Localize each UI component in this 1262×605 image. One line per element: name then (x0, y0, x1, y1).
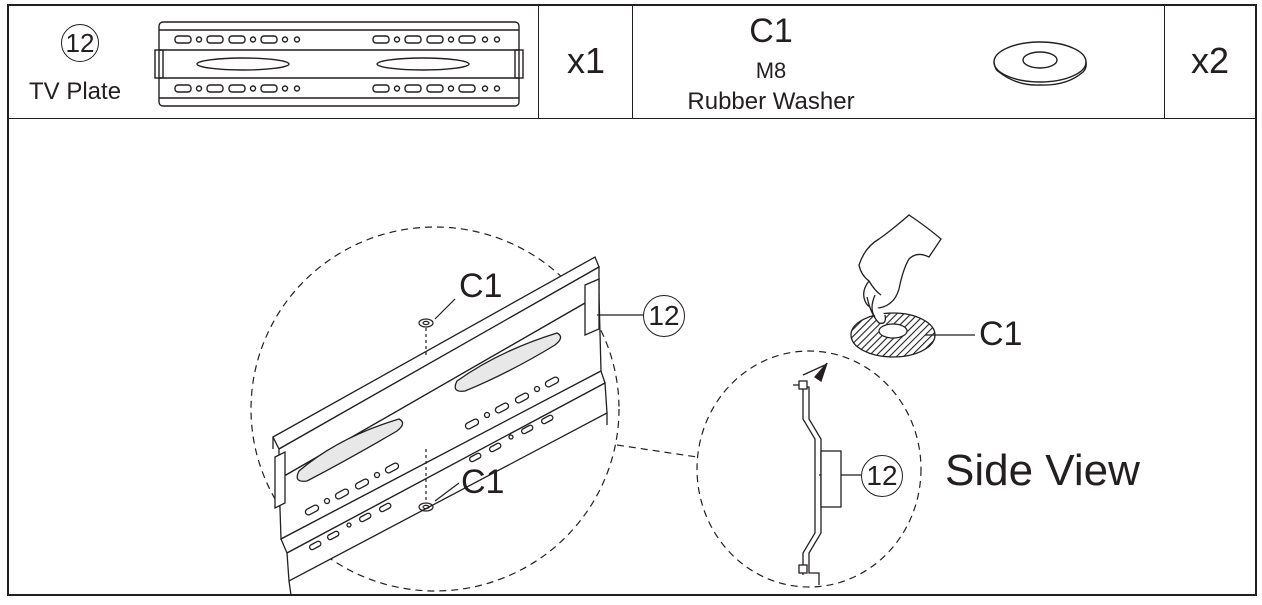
washer-callout-right: C1 (979, 315, 1023, 353)
washer-size: M8 (755, 58, 787, 83)
tv-plate-icon (154, 21, 524, 107)
plate-callout-badge: 12 (643, 295, 685, 337)
detail-connector-line (616, 444, 698, 458)
detail-circle-main (250, 226, 620, 592)
detail-circle-side (696, 350, 922, 588)
parts-list-header: 12 TV Plate (9, 6, 1255, 119)
washer-name: Rubber Washer (687, 88, 855, 115)
rubber-washer-icon (993, 41, 1087, 86)
washer-callout-bottom: C1 (461, 463, 505, 501)
hand-icon (858, 214, 942, 324)
assembly-drawing (250, 214, 975, 594)
plate-quantity-cell: x1 (539, 6, 633, 118)
tv-plate-perspective (272, 256, 608, 594)
plate-number-badge: 12 (61, 24, 99, 62)
tv-plate-cell: 12 TV Plate (9, 6, 539, 118)
washer-placement (850, 312, 936, 358)
washer-quantity-cell: x2 (1165, 6, 1255, 118)
plate-quantity: x1 (566, 40, 606, 81)
washer-markers (418, 318, 434, 512)
side-view-profile (793, 362, 842, 585)
washer-cell: C1 M8 Rubber Washer (633, 6, 1165, 118)
assembly-diagram: C1 C1 12 C1 12 Side View (9, 119, 1255, 594)
washer-callout-top: C1 (459, 267, 503, 305)
side-plate-callout-badge: 12 (861, 455, 903, 497)
washer-code: C1 (749, 12, 793, 50)
washer-quantity: x2 (1190, 40, 1230, 81)
instruction-frame: 12 TV Plate (7, 4, 1257, 596)
side-view-label: Side View (945, 446, 1140, 495)
plate-name: TV Plate (29, 78, 122, 105)
